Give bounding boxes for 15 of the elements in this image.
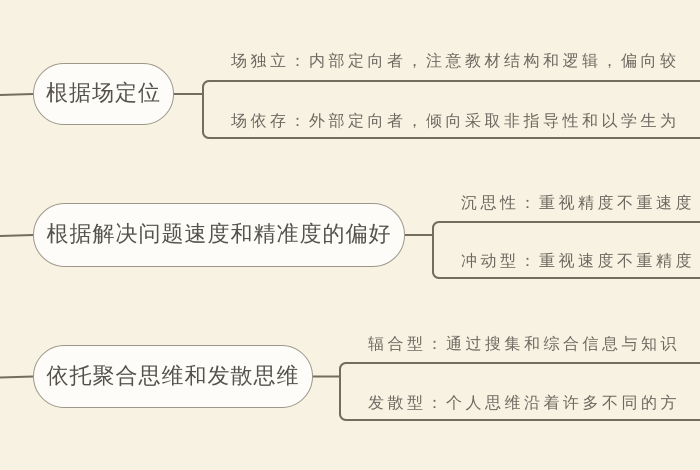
topic-text: 根据场定位 <box>46 81 161 107</box>
connector-line <box>0 234 34 237</box>
topic-text: 依托聚合思维和发散思维 <box>46 364 300 390</box>
branch-topic <box>441 192 700 223</box>
branch-topic <box>348 333 700 364</box>
branch-topic <box>211 51 700 82</box>
topic-text: 根据解决问题速度和精准度的偏好 <box>46 222 392 248</box>
branch-text: 辐合型：通过搜集和综合信息与知识 <box>368 334 680 354</box>
branch-text: 冲动型：重视速度不重精度 <box>461 251 695 271</box>
branch-text: 场独立：内部定向者，注意教材结构和逻辑，偏向较 <box>231 51 680 71</box>
branch-text: 场依存：外部定向者，倾向采取非指导性和以学生为 <box>231 111 680 131</box>
connector-line <box>0 93 34 96</box>
connector-line <box>0 376 34 378</box>
branch-text: 发散型：个人思维沿着许多不同的方 <box>368 393 680 413</box>
branch-text: 沉思性：重视精度不重速度 <box>461 193 695 213</box>
